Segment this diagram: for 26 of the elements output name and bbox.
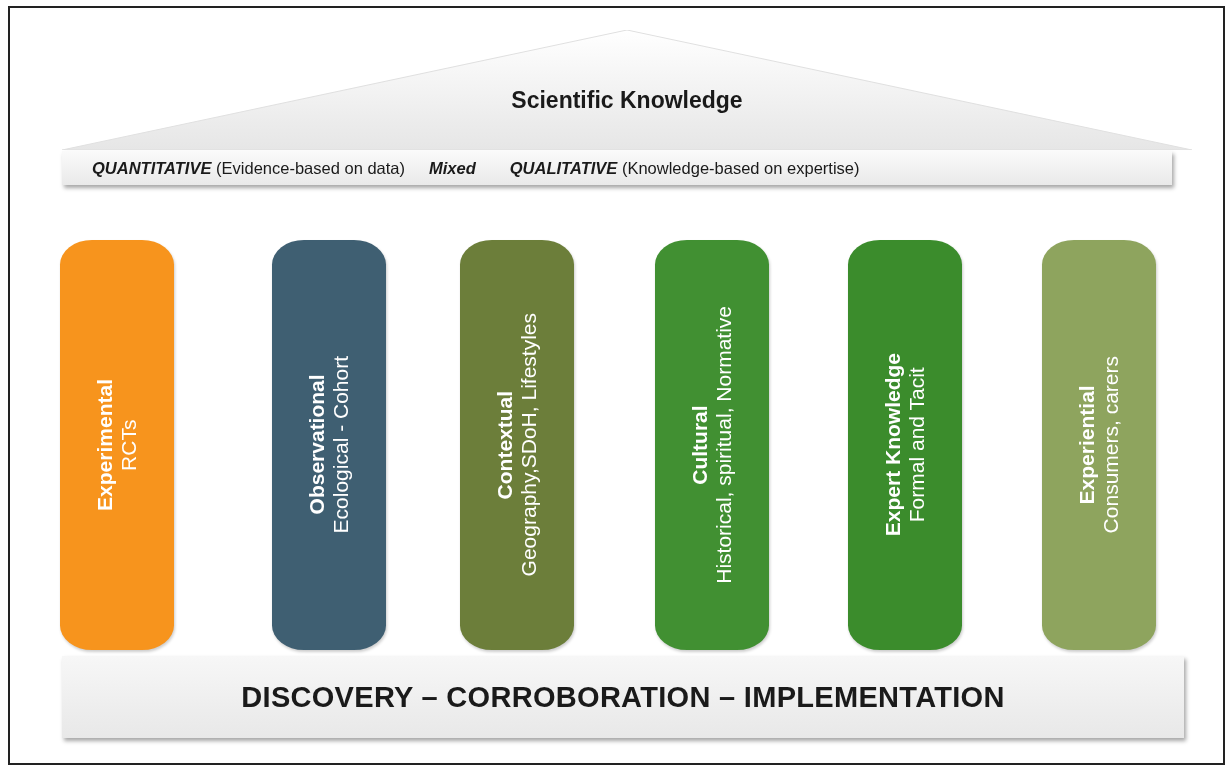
roof-title: Scientific Knowledge (511, 86, 743, 114)
pillar (655, 240, 769, 650)
foundation-bar (62, 656, 1184, 738)
pillar-text: Historical, spiritual, Normative (712, 306, 736, 584)
evidence-band (62, 151, 1172, 185)
pillar (1042, 240, 1156, 650)
pillar-heading: Observational (305, 373, 329, 518)
pillar-heading: Contextual (493, 389, 517, 502)
pillar-text: Consumers, carers (1099, 356, 1123, 534)
pillar (460, 240, 574, 650)
pillar-text: RCTs (117, 418, 141, 473)
pillar-text: Formal and Tacit (905, 366, 929, 525)
band-text: Mixed (429, 158, 476, 178)
pillar (60, 240, 174, 650)
foundation-text: DISCOVERY – CORROBORATION – IMPLEMENTATION (241, 680, 1005, 714)
pillar-heading: Expert Knowledge (881, 353, 905, 537)
band-text: QUALITATIVE (Knowledge-based on expertise) (509, 158, 860, 178)
roof-shape (62, 30, 1192, 150)
pillar (272, 240, 386, 650)
pillar-heading: Experimental (93, 379, 117, 511)
pillar-text: Ecological - Cohort (329, 356, 353, 534)
band-text: QUANTITATIVE (Evidence-based on data) (92, 158, 405, 178)
pillar-heading: Cultural (688, 404, 712, 487)
pillar (848, 240, 962, 650)
pillar-heading: Experiential (1075, 384, 1099, 507)
pillar-text: Geography,SDoH, Lifestyles (517, 313, 541, 577)
